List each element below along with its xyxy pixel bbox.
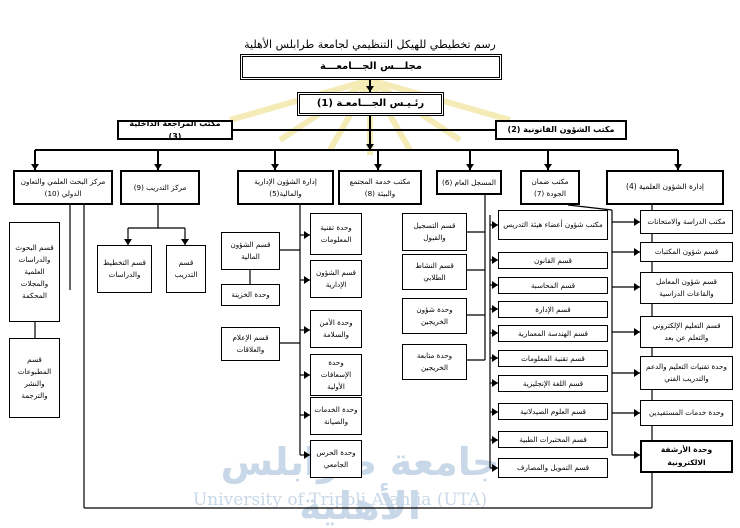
admin-first-aid: وحدة الإسعافات الأولية (310, 354, 362, 396)
legal-affairs-office-box: مكتب الشؤون القانونية (2) (495, 120, 627, 140)
office-edtech: وحدة تقنيات التعليم والدعم والتدريب الفن… (640, 356, 733, 390)
admin-admin-dept: قسم الشؤون الإدارية (310, 260, 362, 298)
registrar-box: المسجل العام (6) (436, 170, 502, 195)
university-president-box: رئـيـس الجـــامعـة (1) (297, 92, 444, 116)
admin-maintenance: وحدة الخدمات والصيانة (310, 397, 362, 435)
registrar-alumni-followup: وحدة متابعة الخريجين (402, 344, 467, 380)
section-pharmacy: قسم العلوم الصيدلانية (498, 403, 608, 420)
registrar-alumni-affairs: وحدة شؤون الخريجين (402, 298, 467, 334)
media-relations: قسم الإعلام والعلاقات (221, 327, 280, 361)
research-center-box: مركز البحث العلمي والتعاون الدولي (10) (13, 170, 113, 205)
community-service-box: مكتب خدمة المجتمع والبيئة (8) (338, 170, 422, 205)
finance-dept: قسم الشؤون المالية (221, 232, 280, 270)
section-it: قسم تقنية المعلومات (498, 350, 608, 367)
internal-audit-office-box: مكتب المراجعة الداخلية (3) (117, 119, 233, 141)
office-archiving: وحدة الأرشفة الالكترونية (640, 440, 733, 473)
research-studies-dept: قسم البحوث والدراسات العلمية والمجلات ال… (9, 222, 60, 322)
quality-office-box: مكتب ضمان الجودة (7) (520, 170, 580, 205)
section-law: قسم القانون (498, 252, 608, 269)
admin-guard: وحدة الحرس الجامعي (310, 440, 362, 478)
section-medical-labs: قسم المختبرات الطبية (498, 431, 608, 448)
registrar-admission: قسم التسجيل والقبول (402, 213, 467, 251)
planning-dept: قسم التخطيط والدراسات (97, 245, 152, 293)
university-council-box: مجلـــس الجـــامعـــة (240, 54, 502, 80)
admin-security: وحدة الأمن والسلامة (310, 310, 362, 348)
page-title: رسم تخطيطي للهيكل التنظيمي لجامعة طرابلس… (244, 38, 496, 51)
section-finance-banking: قسم التمويل والمصارف (498, 458, 608, 478)
publications-dept: قسم المطبوعات والنشر والترجمة (9, 338, 60, 418)
section-english: قسم اللغة الإنجليزية (498, 375, 608, 392)
scientific-affairs-box: إدارة الشؤون العلمية (4) (606, 170, 724, 205)
registrar-student-activity: قسم النشاط الطلابي (402, 254, 467, 290)
office-exams: مكتب الدراسة والامتحانات (640, 210, 733, 234)
admin-finance-box: إدارة الشؤون الإدارية والمالية(5) (237, 170, 334, 205)
training-center-box: مركز التدريب (9) (120, 170, 200, 205)
section-architecture: قسم الهندسة المعمارية (498, 325, 608, 342)
office-elearning: قسم التعليم الإلكتروني والتعلم عن بعد (640, 316, 733, 348)
section-faculty-affairs: مكتب شؤون أعضاء هيئة التدريس (498, 210, 608, 240)
admin-it-unit: وحدة تقنية المعلومات (310, 213, 362, 255)
office-beneficiaries: وحدة خدمات المستفيدين (640, 400, 733, 426)
training-dept: قسم التدريب (166, 245, 206, 293)
finance-treasury: وحدة الخزينة (221, 284, 280, 306)
section-accounting: قسم المحاسبة (498, 277, 608, 294)
office-labs-halls: قسم شؤون المعامل والقاعات الدراسية (640, 272, 733, 304)
office-libraries: قسم شؤون المكتبات (640, 242, 733, 262)
section-management: قسم الإدارة (498, 301, 608, 318)
